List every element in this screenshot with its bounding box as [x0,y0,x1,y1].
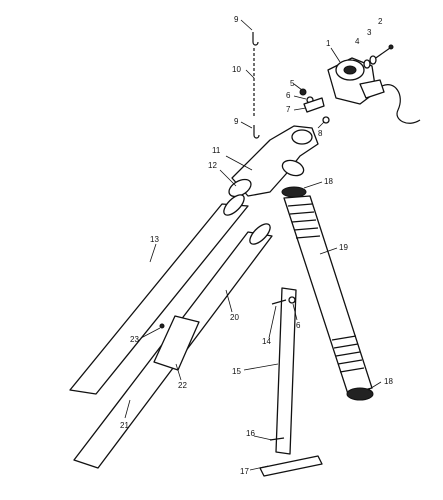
part-4-washer [363,59,371,69]
part-1-motor-housing [327,57,421,124]
callout-5: 5 [290,79,295,88]
callout-4: 4 [355,37,360,46]
part-12-coupling [228,178,252,198]
callout-10: 10 [232,65,241,74]
part-19-flex-hose [283,195,373,395]
callout-7: 7 [286,105,291,114]
part-5-nut [299,88,307,96]
callout-13: 13 [150,235,159,244]
callout-15: 15 [232,367,241,376]
callout-21: 21 [120,421,129,430]
part-8-pin [322,116,330,124]
callout-17: 17 [240,467,249,476]
part-16-bolt [269,437,285,441]
callout-11: 11 [212,146,221,155]
part-23-screw [159,323,165,329]
callout-14: 14 [262,337,271,346]
part-9-hook-upper [252,32,259,46]
callout-2: 2 [378,17,383,26]
part-6-washer-lower [288,296,296,304]
callout-9-lower: 9 [234,117,239,126]
part-3-washer [369,55,377,65]
callout-16: 16 [246,429,255,438]
part-13-tube [69,194,249,395]
callout-3: 3 [367,28,372,37]
callout-6: 6 [286,91,291,100]
callout-19: 19 [339,243,348,252]
callout-22: 22 [178,381,187,390]
callout-9-upper: 9 [234,15,239,24]
part-15-stand-post [275,287,297,455]
part-9-hook-lower [253,125,260,139]
callout-23: 23 [130,335,139,344]
part-11-y-connector [231,125,319,197]
callout-1: 1 [326,39,331,48]
leader-lines [124,19,382,471]
part-17-foot [259,455,323,477]
part-18-clamp-lower [346,387,374,401]
callout-12: 12 [208,161,217,170]
part-7-bracket [303,97,325,113]
callout-8: 8 [318,129,323,138]
callout-20: 20 [230,313,239,322]
callout-18-upper: 18 [324,177,333,186]
part-18-clamp-upper [281,186,307,198]
part-14-bolt [271,299,287,305]
callout-18-lower: 18 [384,377,393,386]
callout-6-lower: 6 [296,321,301,330]
